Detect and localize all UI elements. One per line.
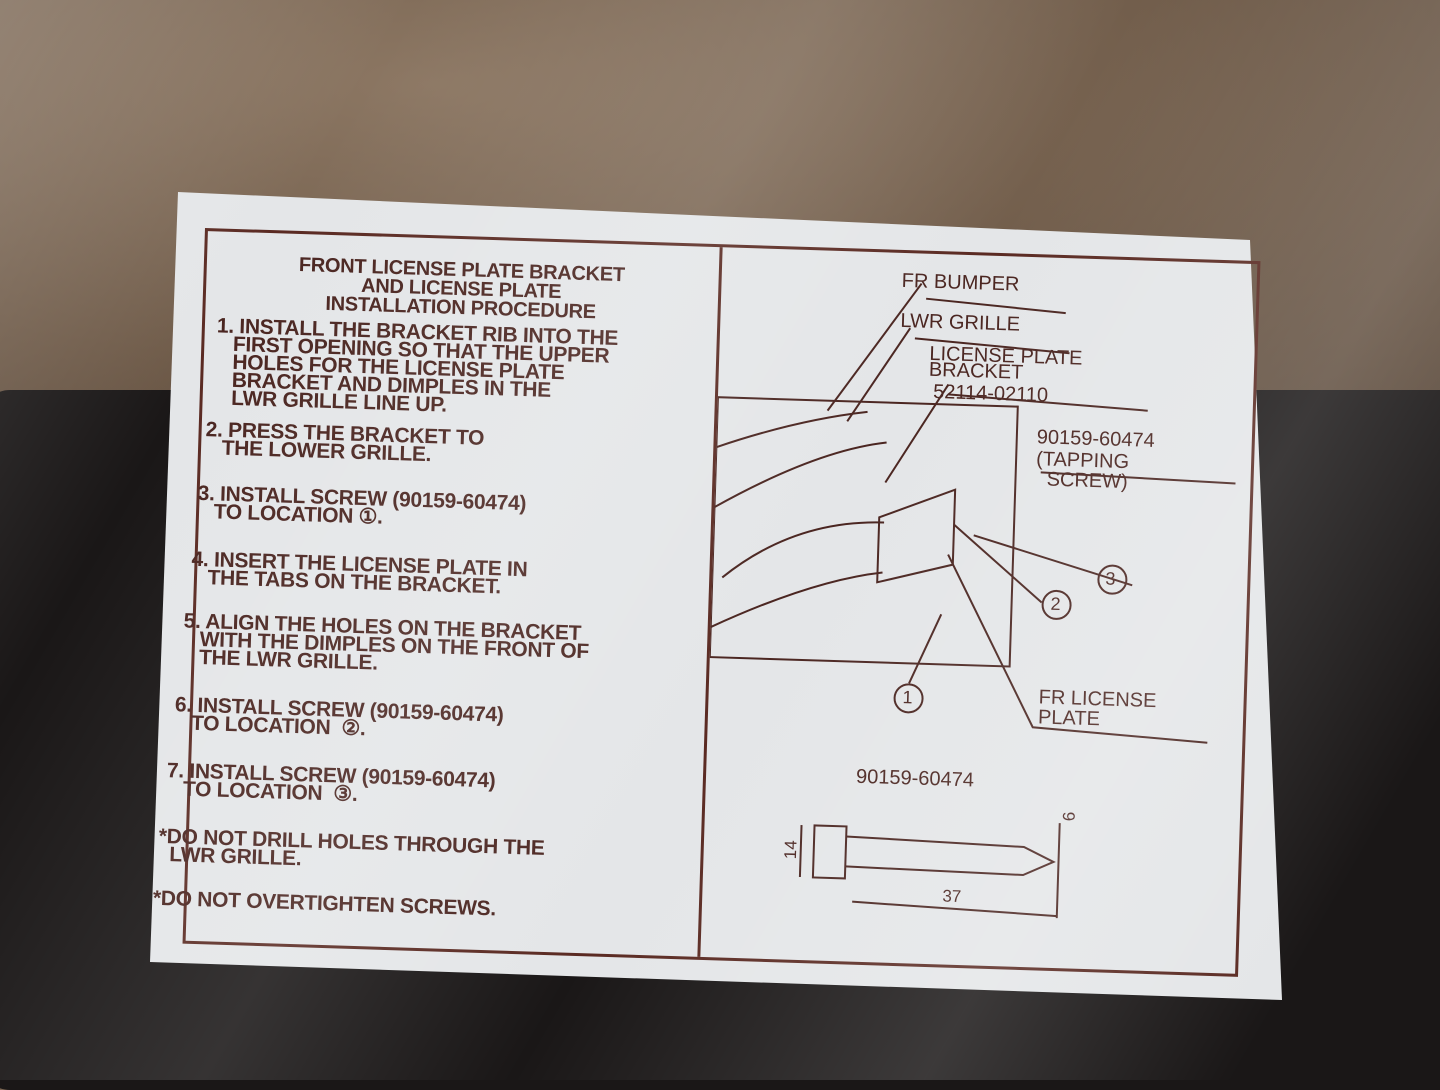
- instruction-frame: FRONT LICENSE PLATE BRACKET AND LICENSE …: [153, 228, 1261, 977]
- callout-2: [1041, 589, 1072, 620]
- label-screw-spec: 90159-60474: [855, 765, 975, 792]
- grille-outline: [710, 521, 885, 628]
- callout-1-label: 1: [902, 687, 913, 708]
- procedure-column: FRONT LICENSE PLATE BRACKET AND LICENSE …: [153, 231, 718, 957]
- callout-3-label: 3: [1105, 568, 1116, 589]
- step-1: 1. INSTALL THE BRACKET RIB INTO THE FIRS…: [214, 314, 619, 417]
- label-fr-bumper: FR BUMPER: [901, 269, 1020, 296]
- step-3: 3. INSTALL SCREW (90159-60474) TO LOCATI…: [196, 481, 527, 529]
- installation-diagram: [708, 282, 1236, 919]
- label-fr-license-plate: FR LICENSE PLATE: [1037, 686, 1157, 731]
- step-7: 7. INSTALL SCREW (90159-60474) TO LOCATI…: [166, 759, 496, 807]
- step-5: 5. ALIGN THE HOLES ON THE BRACKET WITH T…: [182, 609, 590, 675]
- screw-head: [811, 824, 848, 880]
- label-bracket-part: 52114-02110: [932, 380, 1049, 407]
- step-2: 2. PRESS THE BRACKET TO THE LOWER GRILLE…: [204, 418, 485, 467]
- dim-head: 14: [780, 839, 801, 860]
- callout-2-label: 2: [1050, 593, 1061, 615]
- callout-1: [893, 683, 924, 714]
- note-no-drill: *DO NOT DRILL HOLES THROUGH THE LWR GRIL…: [157, 824, 545, 871]
- step-6: 6. INSTALL SCREW (90159-60474) TO LOCATI…: [174, 693, 504, 741]
- detail-box: [708, 396, 1019, 668]
- bumper-outline: [713, 410, 887, 509]
- diagram-column: FR BUMPER LWR GRILLE LICENSE PLATE BRACK…: [700, 247, 1252, 973]
- callout-leaders: [908, 523, 1208, 744]
- screw-shank: [845, 835, 1056, 877]
- callout-3: [1097, 564, 1128, 595]
- label-lwr-grille: LWR GRILLE: [900, 309, 1021, 336]
- license-plate-shape: [876, 488, 957, 584]
- label-screw-part: 90159-60474: [1036, 426, 1156, 452]
- label-screw-type: (TAPPING SCREW): [1035, 448, 1130, 494]
- step-4: 4. INSERT THE LICENSE PLATE IN THE TABS …: [190, 547, 528, 599]
- dimension-lines: [798, 823, 1061, 919]
- note-no-overtighten: *DO NOT OVERTIGHTEN SCREWS.: [152, 886, 497, 921]
- dim-length: 37: [942, 886, 962, 907]
- label-bracket: LICENSE PLATE BRACKET: [928, 342, 1083, 384]
- dim-diameter: 6: [1059, 811, 1079, 822]
- label-underlines: [914, 297, 1236, 485]
- leader-lines: [826, 282, 950, 484]
- procedure-title: FRONT LICENSE PLATE BRACKET AND LICENSE …: [225, 254, 697, 326]
